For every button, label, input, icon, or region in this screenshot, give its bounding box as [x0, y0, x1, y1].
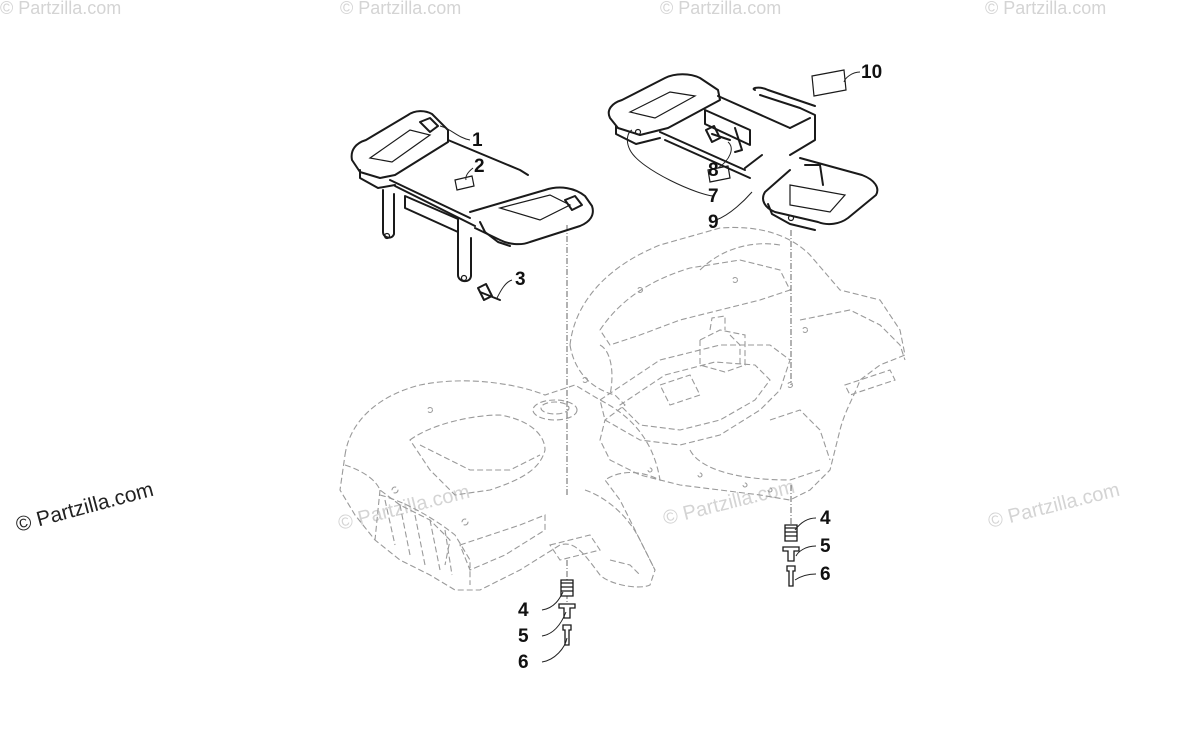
- decal-rear-10: [811, 69, 847, 97]
- callout-3: 3: [515, 269, 526, 290]
- callout-1: 1: [472, 130, 483, 151]
- callout-6-front: 6: [518, 652, 529, 673]
- watermark-top-1: © Partzilla.com: [340, 0, 461, 18]
- watermark-top-0: © Partzilla.com: [0, 0, 121, 18]
- callout-4-front: 4: [518, 600, 529, 621]
- bolt-rear: [705, 125, 731, 143]
- callout-5-front: 5: [518, 626, 529, 647]
- watermark-top-3: © Partzilla.com: [985, 0, 1106, 18]
- decal-front: [454, 175, 475, 191]
- watermark-mid-2: © Partzilla.com: [661, 476, 797, 530]
- watermark-left: © Partzilla.com: [13, 478, 156, 537]
- callout-7: 7: [708, 186, 719, 207]
- leader-lines: [439, 71, 861, 663]
- callout-8: 8: [708, 160, 719, 181]
- center-lines: [566, 225, 792, 605]
- callout-10: 10: [861, 62, 882, 83]
- callout-6-rear: 6: [820, 564, 831, 585]
- callout-4-rear: 4: [820, 508, 831, 529]
- rear-rack: [607, 73, 879, 231]
- callout-9: 9: [708, 212, 719, 233]
- bolt-front: [477, 283, 501, 301]
- callout-2: 2: [474, 156, 485, 177]
- callouts: 1 2 3 4 5 6 4 5 6 7 8 9 10: [472, 62, 882, 673]
- callout-5-rear: 5: [820, 536, 831, 557]
- front-rack: [350, 110, 594, 283]
- watermark-mid-3: © Partzilla.com: [986, 479, 1122, 533]
- faint-watermarks: © Partzilla.com © Partzilla.com © Partzi…: [0, 0, 1122, 535]
- hardware-front: [558, 579, 576, 646]
- decal-rear-9: [707, 165, 731, 183]
- watermark-top-2: © Partzilla.com: [660, 0, 781, 18]
- hardware-rear: [782, 524, 800, 587]
- atv-body-outline: [339, 226, 906, 591]
